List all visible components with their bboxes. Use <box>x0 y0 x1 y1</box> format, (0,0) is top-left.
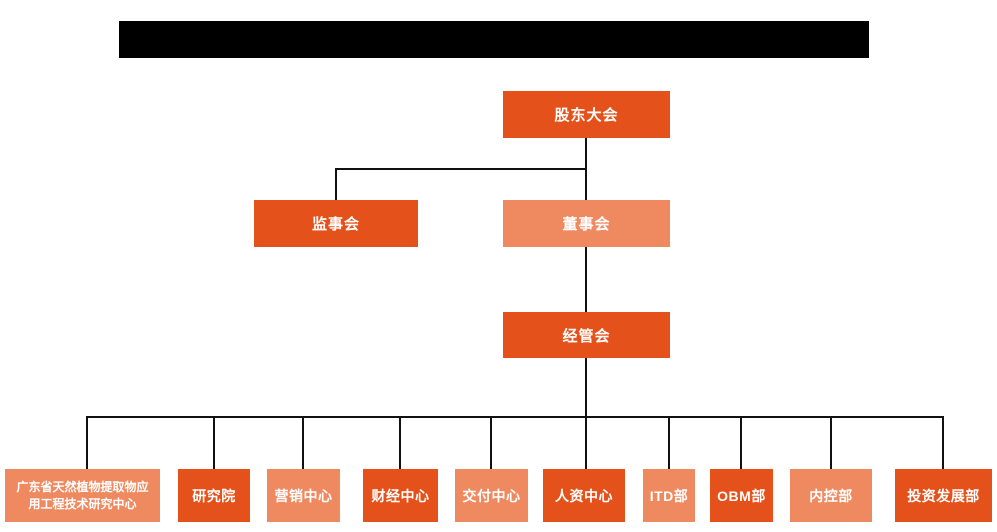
node-label: ITD部 <box>649 487 689 504</box>
node-research-institute: 研究院 <box>178 469 250 522</box>
node-label: 人资中心 <box>555 487 613 504</box>
connector-drop-finance <box>399 416 401 469</box>
node-board-of-directors: 董事会 <box>503 200 670 247</box>
node-investment-development-dept: 投资发展部 <box>895 469 992 522</box>
node-label-line2: 用工程技术研究中心 <box>28 496 137 511</box>
connector-drop-marketing <box>302 416 304 469</box>
node-label: 监事会 <box>311 216 360 233</box>
redacted-title-bar <box>119 21 869 58</box>
node-finance-center: 财经中心 <box>363 469 438 522</box>
node-obm-dept: OBM部 <box>710 469 773 522</box>
node-supervisory-board: 监事会 <box>254 200 418 247</box>
node-marketing-center: 营销中心 <box>267 469 340 522</box>
connector-supervisory-drop <box>335 168 337 200</box>
node-management-committee: 经管会 <box>503 312 670 358</box>
connector-drop-delivery <box>490 416 492 469</box>
node-hr-center: 人资中心 <box>543 469 625 522</box>
node-label: 研究院 <box>192 487 236 504</box>
node-label: 财经中心 <box>371 487 430 504</box>
connector-drop-investment <box>942 416 944 469</box>
node-label: 股东大会 <box>554 107 619 124</box>
node-label: 投资发展部 <box>907 487 980 504</box>
connector-drop-research-institute <box>213 416 215 469</box>
connector-drop-internal-control <box>830 416 832 469</box>
node-label: 营销中心 <box>274 487 333 504</box>
connector-management-to-rail <box>585 357 587 418</box>
node-label: 董事会 <box>562 216 611 233</box>
node-itd-dept: ITD部 <box>643 469 695 522</box>
node-label: 内控部 <box>809 487 853 504</box>
connector-board-to-management <box>585 247 587 312</box>
node-delivery-center: 交付中心 <box>455 469 528 522</box>
connector-level2-horizontal <box>335 168 587 170</box>
node-label: 经管会 <box>562 327 611 345</box>
node-label-line1: 广东省天然植物提取物应 <box>16 480 149 495</box>
connector-departments-rail <box>86 416 944 418</box>
connector-drop-itd <box>668 416 670 469</box>
node-research-center: 广东省天然植物提取物应 用工程技术研究中心 <box>5 469 160 522</box>
node-shareholders-meeting: 股东大会 <box>503 91 670 138</box>
node-label: 交付中心 <box>462 487 521 504</box>
connector-drop-research-center <box>86 416 88 469</box>
node-label: OBM部 <box>717 487 766 504</box>
node-internal-control-dept: 内控部 <box>790 469 872 522</box>
connector-drop-hr <box>585 416 587 469</box>
connector-drop-obm <box>740 416 742 469</box>
